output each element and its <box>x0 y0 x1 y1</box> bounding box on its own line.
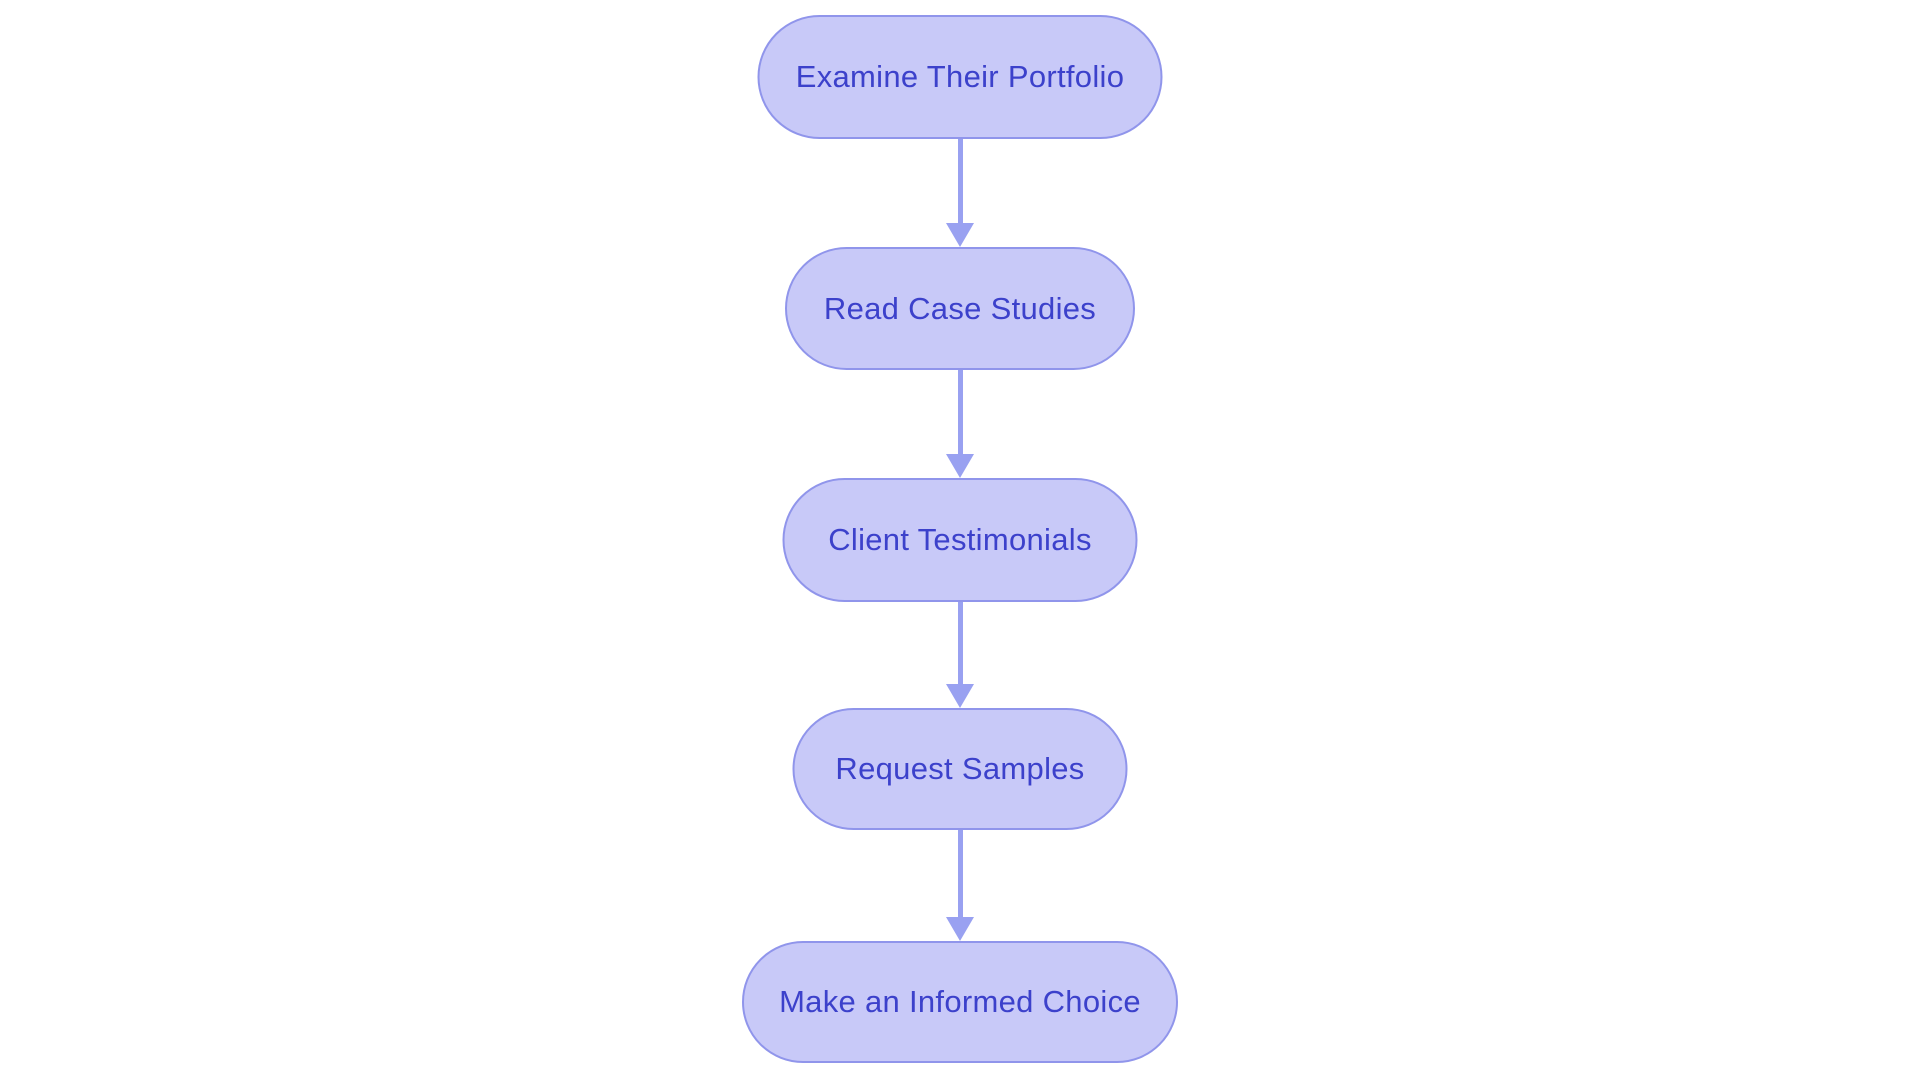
arrow-head-icon <box>946 223 974 247</box>
arrow-line <box>957 139 963 223</box>
arrow-line <box>957 370 963 454</box>
node-label: Client Testimonials <box>828 522 1092 557</box>
flow-arrow-2 <box>946 370 974 478</box>
flow-node-client-testimonials: Client Testimonials <box>782 478 1138 602</box>
flow-arrow-4 <box>946 830 974 941</box>
node-label: Read Case Studies <box>823 290 1097 326</box>
arrow-line <box>957 602 963 684</box>
flow-node-read-case-studies: Read Case Studies <box>785 247 1135 370</box>
arrow-head-icon <box>946 454 974 478</box>
node-label: Make an Informed Choice <box>779 984 1141 1019</box>
flow-node-make-informed-choice: Make an Informed Choice <box>742 941 1178 1063</box>
arrow-line <box>957 830 963 917</box>
node-label: Request Samples <box>835 751 1085 786</box>
arrow-head-icon <box>946 917 974 941</box>
flow-arrow-3 <box>946 602 974 708</box>
flow-node-examine-portfolio: Examine Their Portfolio <box>757 15 1163 139</box>
node-label: Examine Their Portfolio <box>795 59 1125 94</box>
flow-node-request-samples: Request Samples <box>792 708 1128 830</box>
flow-arrow-1 <box>946 139 974 247</box>
arrow-head-icon <box>946 684 974 708</box>
